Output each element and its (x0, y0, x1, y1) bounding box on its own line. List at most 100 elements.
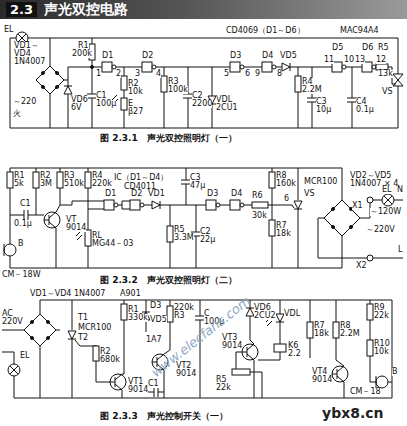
component-label: D2 (131, 190, 142, 198)
wire (14, 376, 40, 398)
transistor-symbol (44, 220, 49, 221)
component-label: D6 (362, 44, 373, 52)
component-label: R2 (40, 172, 51, 180)
component-label: 1 (96, 70, 101, 78)
component-label: 9014 (312, 376, 332, 384)
component-label: R2 (128, 80, 139, 88)
component-label: 3.3M (174, 234, 194, 242)
component-label: A901 (120, 290, 141, 298)
component-label: C3 (316, 98, 327, 106)
component-label: R1 (14, 172, 25, 180)
component-label: 6 (245, 70, 250, 78)
component-label: EL (382, 186, 392, 194)
section-number: 2.3 (6, 2, 37, 17)
wire (344, 382, 345, 398)
bridge-diode-mark (31, 321, 34, 324)
wire (2, 352, 14, 364)
component-label: 160k (276, 180, 296, 188)
transistor-symbol (110, 382, 115, 383)
component-label: C4 (356, 98, 367, 106)
lamp-symbol (10, 366, 18, 374)
component-label: 13 (355, 56, 365, 64)
wire (186, 184, 187, 205)
wire (124, 320, 125, 374)
figure-caption: 图 2.3.1 声光双控照明灯（一） (100, 134, 237, 143)
component-label: 10 (344, 56, 354, 64)
component-label: 3 (135, 70, 140, 78)
wire (122, 374, 124, 375)
bridge-rectifier (36, 66, 64, 94)
resistor-symbol (367, 304, 373, 320)
component-label: VS (304, 190, 315, 198)
wire (272, 168, 273, 172)
lamp-symbol (18, 34, 26, 42)
component-label: 6 (284, 195, 289, 203)
diode-symbol (246, 308, 254, 316)
junction-dot (91, 66, 94, 69)
wire (92, 98, 93, 128)
component-label: 100μ (96, 100, 116, 108)
component-label: R5 (378, 44, 389, 52)
component-label: C1 (20, 200, 31, 208)
resistor-symbol (57, 172, 63, 188)
terminal (367, 197, 373, 203)
wire (336, 338, 344, 366)
component-label: C (204, 310, 210, 318)
capacitor-symbol (154, 387, 155, 397)
resistor-symbol (252, 202, 268, 208)
bridge-diode-mark (56, 72, 59, 75)
component-label: EL (20, 352, 30, 360)
component-label: VD5 (280, 52, 297, 60)
wire (200, 300, 201, 316)
figure-caption: 图 2.3.2 声光双控照明灯（二） (100, 276, 237, 285)
gate-symbol (130, 200, 140, 210)
wire (276, 67, 282, 68)
wire (124, 67, 125, 76)
component-label: 1N4007 (14, 58, 45, 66)
wire (64, 80, 68, 81)
component-label: R9 (374, 304, 385, 312)
resistor-symbol (307, 322, 313, 338)
component-label: 10μ (316, 106, 331, 114)
component-label: 18k (276, 230, 291, 238)
component-label: D3 (207, 190, 218, 198)
component-label: VT4 (312, 368, 327, 376)
wire (60, 168, 61, 172)
wire (272, 188, 273, 205)
wire (68, 67, 69, 86)
wire (72, 300, 73, 330)
wire (170, 300, 171, 306)
resistor-symbol (161, 76, 167, 92)
component-label: 0.1μ (356, 106, 374, 114)
diode-symbol (152, 201, 160, 209)
component-label: R7 (276, 222, 287, 230)
wire (56, 330, 60, 331)
component-label: 10k (374, 348, 389, 356)
component-label: N (397, 186, 403, 194)
diode-symbol (64, 86, 72, 94)
component-label: 2200 (192, 100, 212, 108)
component-label: 510k (64, 180, 84, 188)
capacitor-symbol (24, 210, 25, 220)
wire (164, 370, 165, 398)
wire (250, 372, 262, 398)
component-label: ～120W (370, 208, 401, 216)
component-label: VDL (284, 310, 300, 318)
component-label: 8 (277, 70, 282, 78)
component-label: VT2 (176, 362, 191, 370)
bridge-rectifier (24, 314, 56, 346)
component-label: 4 (156, 70, 161, 78)
component-label: R3 (168, 78, 179, 86)
component-label: B (18, 240, 24, 248)
wire (88, 209, 104, 210)
wire (50, 38, 51, 66)
component-label: RL (92, 232, 102, 240)
component-label: 6V (71, 104, 82, 112)
wire (398, 86, 399, 128)
component-label: 100k (168, 86, 188, 94)
lamp-symbol (8, 364, 20, 376)
wire (236, 352, 242, 369)
component-label: R3 (174, 312, 185, 320)
wire (188, 98, 189, 128)
